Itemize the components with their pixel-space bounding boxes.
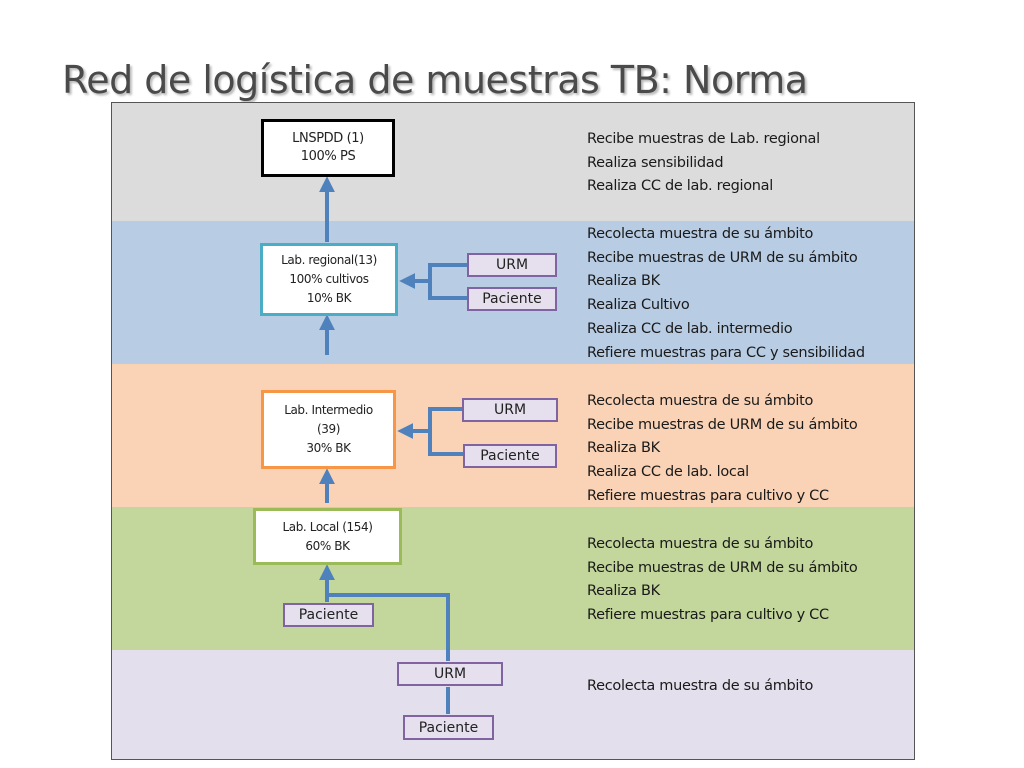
page-title: Red de logística de muestras TB: Norma: [62, 58, 808, 102]
description-line: Recolecta muestra de su ámbito: [587, 678, 814, 694]
node-label: (39): [316, 422, 341, 436]
diagram-frame: LNSPDD (1) 100% PS Lab. regional(13) 100…: [111, 102, 915, 760]
band-intermedio: [112, 364, 914, 507]
description-urm: Recolecta muestra de su ámbito: [587, 675, 813, 699]
band-urm: [112, 650, 914, 759]
tag-paciente-local: Paciente: [283, 603, 374, 627]
description-line: Realiza sensibilidad: [587, 154, 724, 171]
tag-paciente-bottom: Paciente: [403, 715, 494, 740]
description-line: Realiza CC de lab. local: [587, 464, 749, 481]
description-local: Recolecta muestra de su ámbito Recibe mu…: [587, 533, 858, 628]
node-lnspdd: LNSPDD (1) 100% PS: [261, 119, 395, 177]
description-line: Recibe muestras de URM de su ámbito: [587, 416, 858, 433]
band-lnspdd: [112, 103, 914, 221]
connector-urm-to-local: [327, 593, 450, 661]
node-label: Lab. regional(13): [281, 253, 377, 267]
description-line: Realiza BK: [587, 583, 660, 600]
node-label: LNSPDD (1): [292, 131, 364, 146]
node-label: 60% BK: [305, 538, 350, 553]
connector-intermedio-tags: [428, 407, 463, 456]
node-label: 10% BK: [306, 291, 352, 305]
tag-urm-bottom: URM: [397, 662, 503, 686]
description-line: Recolecta muestra de su ámbito: [587, 226, 814, 242]
node-label: 100% PS: [300, 149, 356, 164]
description-line: Recolecta muestra de su ámbito: [587, 536, 814, 552]
description-line: Refiere muestras para cultivo y CC: [587, 487, 829, 504]
node-label: Lab. Intermedio: [284, 403, 373, 417]
node-label: 30% BK: [306, 441, 351, 455]
description-line: Recibe muestras de URM de su ámbito: [587, 559, 858, 576]
description-line: Realiza BK: [587, 273, 660, 290]
description-line: Refiere muestras para CC y sensibilidad: [587, 344, 865, 361]
tag-paciente-intermedio: Paciente: [463, 444, 557, 468]
description-line: Realiza CC de lab. regional: [587, 178, 773, 195]
description-line: Refiere muestras para cultivo y CC: [587, 607, 829, 624]
node-label: Lab. Local (154): [282, 519, 373, 534]
description-line: Recibe muestras de Lab. regional: [587, 131, 820, 147]
description-line: Realiza CC de lab. intermedio: [587, 320, 793, 337]
node-lab-intermedio: Lab. Intermedio (39) 30% BK: [261, 390, 396, 469]
description-line: Realiza BK: [587, 440, 660, 457]
description-lnspdd: Recibe muestras de Lab. regional Realiza…: [587, 128, 820, 199]
description-line: Recibe muestras de URM de su ámbito: [587, 249, 858, 266]
node-label: 100% cultivos: [289, 272, 369, 286]
description-line: Recolecta muestra de su ámbito: [587, 393, 814, 409]
connector-regional-tags: [428, 263, 467, 300]
tag-urm-regional: URM: [467, 253, 557, 277]
node-lab-local: Lab. Local (154) 60% BK: [253, 508, 402, 565]
band-local: [112, 507, 914, 650]
description-line: Realiza Cultivo: [587, 297, 690, 314]
node-lab-regional: Lab. regional(13) 100% cultivos 10% BK: [260, 243, 398, 316]
description-intermedio: Recolecta muestra de su ámbito Recibe mu…: [587, 390, 858, 509]
flow-arrows: [319, 176, 467, 714]
tag-urm-intermedio: URM: [462, 398, 558, 422]
tag-paciente-regional: Paciente: [467, 287, 557, 311]
description-regional: Recolecta muestra de su ámbito Recibe mu…: [587, 223, 865, 365]
